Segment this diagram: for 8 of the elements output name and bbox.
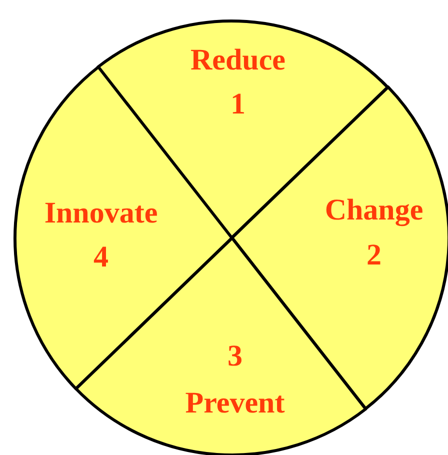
sector-label: 1 bbox=[230, 88, 246, 120]
sector-label: 4 bbox=[94, 240, 108, 274]
sector-label: 2 bbox=[366, 238, 382, 272]
sector-label: Prevent bbox=[185, 386, 285, 420]
sector-label: Reduce bbox=[190, 44, 286, 76]
sector-label: Innovate bbox=[44, 196, 158, 230]
sector-label: 3 bbox=[227, 340, 242, 372]
sector-label: Change bbox=[324, 193, 424, 226]
